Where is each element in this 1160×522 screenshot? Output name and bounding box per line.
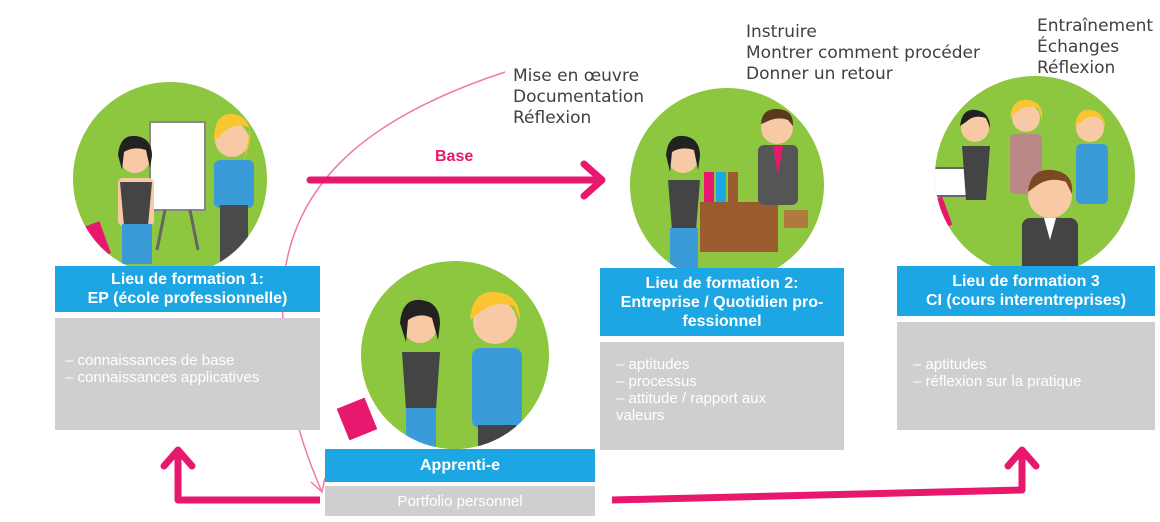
left-return-arrow: [174, 452, 320, 504]
place-2-title-line: Lieu de formation 2:: [645, 274, 799, 292]
place-2-header: Lieu de formation 2: Entreprise / Quotid…: [600, 268, 844, 336]
place-1-item: – connaissances applicatives: [65, 369, 260, 386]
place-3-title-line: Lieu de formation 3: [952, 273, 1100, 290]
place-2-content: – aptitudes – processus – attitude / rap…: [600, 342, 844, 450]
note-line: Entraînement: [1037, 16, 1154, 36]
place-2-item: valeurs: [616, 407, 665, 424]
place-2-title-line: fessionnel: [682, 312, 762, 330]
left-return-arrowhead: [160, 446, 196, 470]
place-1-item: – connaissances de base: [65, 352, 235, 369]
place-1-content: – connaissances de base – connaissances …: [55, 318, 320, 430]
note-line: Montrer comment procéder: [746, 43, 980, 63]
note-line: Mise en œuvre: [513, 66, 640, 86]
place-1-activities-note: Mise en œuvre Documentation Réflexion: [513, 66, 644, 129]
place-2-activities-note: Instruire Montrer comment procéder Donne…: [746, 22, 980, 85]
place-1-title-line: Lieu de formation 1:: [111, 271, 264, 288]
note-line: Documentation: [513, 87, 645, 107]
base-arrow-label: Base: [435, 148, 474, 165]
course-illustration: [935, 76, 1135, 276]
note-line: Instruire: [746, 22, 817, 42]
apprentice-header: Apprenti-e: [325, 449, 595, 482]
right-return-arrowhead: [1004, 446, 1040, 470]
school-illustration: [73, 82, 267, 276]
portfolio-box: Portfolio personnel: [325, 486, 595, 516]
apprentice-illustration: [336, 261, 549, 449]
reflection-curve-arrowhead: [310, 477, 326, 494]
place-1-header: Lieu de formation 1: EP (école professio…: [55, 266, 320, 312]
place-3-item: – aptitudes: [913, 356, 987, 373]
place-2-title-line: Entreprise / Quotidien pro-: [620, 293, 824, 311]
place-1-title-line: EP (école professionnelle): [87, 290, 288, 307]
base-arrow-head: [580, 160, 606, 200]
place-3-item: – réflexion sur la pratique: [913, 373, 1082, 390]
place-3-title-line: CI (cours interentreprises): [925, 292, 1127, 309]
note-line: Échanges: [1037, 37, 1120, 57]
note-line: Réflexion: [513, 108, 592, 128]
place-3-content: – aptitudes – réflexion sur la pratique: [897, 322, 1155, 430]
note-line: Donner un retour: [746, 64, 893, 84]
place-2-item: – attitude / rapport aux: [616, 390, 767, 407]
note-line: Réflexion: [1037, 58, 1116, 78]
place-2-item: – processus: [616, 373, 697, 390]
company-illustration: [630, 88, 824, 282]
place-3-activities-note: Entraînement Échanges Réflexion: [1037, 16, 1153, 79]
right-return-arrow: [611, 452, 1026, 504]
place-2-item: – aptitudes: [616, 356, 690, 373]
place-3-header: Lieu de formation 3 CI (cours interentre…: [897, 266, 1155, 316]
